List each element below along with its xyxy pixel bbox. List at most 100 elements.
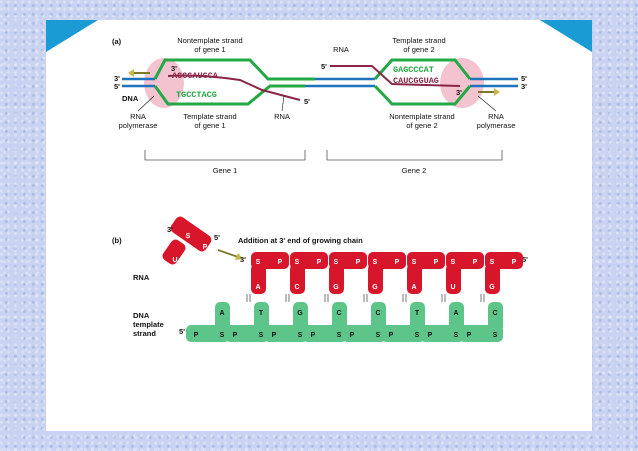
rna-base-block [329,264,344,294]
incoming-nucleotide-body [170,216,212,252]
dna-sugar-label: S [376,332,381,339]
nontemplate-gene2-label-2: of gene 2 [406,121,437,130]
incoming-3-end: 3' [167,225,173,234]
panel-a-tag: (a) [112,37,122,46]
dna-base-block [449,302,464,332]
dna-label-3: strand [133,329,156,338]
end-5-left: 5' [114,82,120,91]
panel-b-caption: Addition at 3' end of growing chain [238,236,363,245]
gene2-bracket [326,150,503,161]
rna-sugar-label: S [412,259,417,266]
corner-accent-left [46,20,98,52]
rna-row-label: RNA [133,273,150,282]
dna1-sequence: TGCCTACG [176,90,217,100]
gene2-nontemplate-strand [373,84,472,106]
dna-base-block [293,302,308,332]
pointer-rna-pol-2 [477,95,497,112]
rna-phosphate-label: P [473,259,478,266]
rna-transcript-gene2 [330,65,461,87]
dna-base-block [332,302,347,332]
nontemplate-gene2-label-1: Nontemplate strand [389,112,454,121]
panel-a: (a) Nontemplate strand of gene 1 RNA Tem… [112,36,527,175]
dna-base-label: A [453,310,458,317]
rna-phosphate-label: P [278,259,283,266]
rna-base-block [485,264,500,294]
rna-sugar-label: S [256,259,261,266]
rna-base-label: A [255,284,260,291]
rna-polymerase-2 [440,58,484,108]
nontemplate-gene1-label-1: Nontemplate strand [177,36,242,45]
dna-sugar-label: S [259,332,264,339]
dna-phosphate-label: P [233,332,238,339]
gene2-template-strand [373,58,472,81]
dna-sugar-label: S [220,332,225,339]
dna-phosphate-sugar [342,325,386,342]
rna-base-block [446,264,461,294]
dna-base-block [488,302,503,332]
dna-base-block [254,302,269,332]
incoming-arrowhead [235,253,243,260]
dna-base-label: C [492,310,497,317]
chain-3-end: 3' [240,255,246,264]
nontemplate-gene1-label-2: of gene 1 [194,45,225,54]
dna-sugar-label: S [454,332,459,339]
rna-base-block [368,264,383,294]
dna-sugar-label: S [415,332,420,339]
dna-base-block [371,302,386,332]
dna-base-block [410,302,425,332]
rna-base-label: C [294,284,299,291]
rna-pol-1-label-1: RNA [130,112,146,121]
incoming-arrow [217,249,239,258]
corner-accent-right [540,20,592,52]
rna-phosphate-label: P [434,259,439,266]
dna-base-label: T [259,310,264,317]
rna-base-label: G [333,284,339,291]
rna-sugar-label: S [373,259,378,266]
direction-arrowhead-2 [494,88,500,96]
rna-phosphate-label: P [395,259,400,266]
dna-nucleotide: P S A [420,294,464,342]
pointer-rna-1 [281,95,285,112]
dna-phosphate-sugar [303,325,347,342]
gene1-template-strand [153,84,305,106]
panel-b: (b) Addition at 3' end of growing chain … [112,216,528,342]
dna-base-label: G [297,310,303,317]
dna-phosphate-label: P [389,332,394,339]
dna-phosphate-label: P [272,332,277,339]
dna-phosphate-label: P [194,332,199,339]
template-gene2-label-2: of gene 2 [403,45,434,54]
rna-phosphate-label: P [356,259,361,266]
gene1-nontemplate-strand [153,58,305,81]
incoming-nucleotide-base [162,239,186,265]
panel-b-tag: (b) [112,236,122,245]
pointer-rna-pol-1 [137,95,155,112]
template-gene1-label-1: Template strand [183,112,236,121]
incoming-nucleotide: S P U 3' 5' [162,216,243,265]
rna-pol-1-label-2: polymerase [119,121,158,130]
rna-base-block [407,264,422,294]
rna2-sequence: CAUCGGUAG [393,76,439,86]
rna-pol-2-label-1: RNA [488,112,504,121]
dna-phosphate-sugar [264,325,308,342]
direction-arrowhead-1 [128,69,134,77]
template-gene2-label-1: Template strand [392,36,445,45]
rna2-3-end: 3' [456,88,462,97]
dna-base-label: T [415,310,420,317]
dna-phosphate-label: P [428,332,433,339]
incoming-base: U [172,257,177,264]
dna-phosphate-label: P [311,332,316,339]
rna-base-block [251,264,266,294]
rna-label-gene1: RNA [274,112,290,121]
rna1-5-end: 5' [304,97,310,106]
gene2-label: Gene 2 [402,166,427,175]
incoming-phosphate: P [203,244,208,251]
rna-base-block [290,264,305,294]
rna-nucleotide: S P A [251,252,289,294]
dna-label-1: DNA [133,311,150,320]
